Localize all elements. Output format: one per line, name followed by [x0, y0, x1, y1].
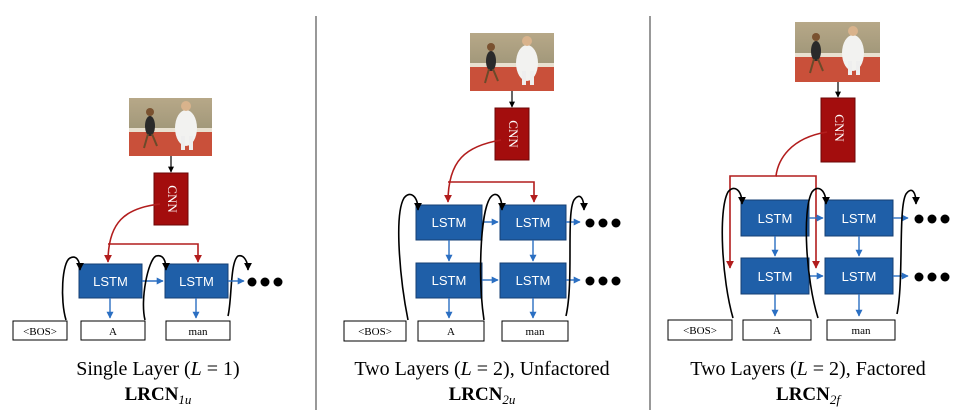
cnn-feed-arrow — [108, 243, 202, 263]
cnn-block — [494, 107, 530, 161]
ellipsis-dot — [914, 272, 924, 282]
lstm-cell — [499, 204, 567, 241]
cnn-label: CNN — [506, 120, 521, 148]
token-label: <BOS> — [358, 326, 392, 338]
input-curve — [896, 189, 920, 315]
input-curve — [227, 254, 252, 317]
cnn-feed-arrow — [448, 181, 538, 203]
token-box — [165, 320, 231, 341]
panel-two-layers-unfactored: CNN LSTM LSTM LSTM LSTM <BOS> — [343, 33, 621, 407]
ellipsis-dot — [611, 276, 621, 286]
ellipsis-dot — [273, 277, 283, 287]
ellipsis-dot — [611, 218, 621, 228]
ellipsis-dot — [940, 214, 950, 224]
input-curve — [398, 193, 422, 321]
cnn-feed-arrow — [776, 175, 820, 269]
token-box — [742, 319, 812, 341]
token-label: <BOS> — [23, 326, 57, 338]
token-box — [501, 320, 569, 342]
lstm-label: LSTM — [758, 269, 793, 284]
lstm-label: LSTM — [516, 273, 551, 288]
lstm-cell — [415, 204, 483, 241]
token-label: A — [109, 326, 117, 338]
token-label: A — [773, 325, 781, 337]
lstm-cell — [740, 257, 810, 295]
lstm-cell — [824, 257, 894, 295]
ellipsis-dot — [598, 276, 608, 286]
panel-caption: Two Layers (L = 2), Factored — [690, 358, 925, 380]
ellipsis-dot — [598, 218, 608, 228]
cnn-label: CNN — [832, 114, 847, 142]
panel-two-layers-factored: CNN LSTM LSTM LSTM LSTM <BOS> — [667, 22, 950, 407]
token-label: man — [189, 326, 208, 338]
model-name: LRCN2f — [776, 384, 842, 407]
cnn-block — [153, 172, 189, 226]
ellipsis-dot — [260, 277, 270, 287]
input-curve — [565, 195, 588, 317]
cnn-label: CNN — [165, 185, 180, 213]
panel-single-layer: CNN LSTM LSTM <BOS> A man Single Layer (… — [12, 98, 283, 407]
ellipsis-dot — [927, 214, 937, 224]
token-label: A — [447, 326, 455, 338]
input-image-photo — [795, 22, 880, 82]
lstm-label: LSTM — [842, 211, 877, 226]
token-label: man — [526, 326, 545, 338]
token-label: man — [852, 325, 871, 337]
ellipsis-dot — [585, 218, 595, 228]
lstm-label: LSTM — [432, 215, 467, 230]
model-name: LRCN1u — [125, 384, 192, 407]
lstm-label: LSTM — [758, 211, 793, 226]
ellipsis-dot — [927, 272, 937, 282]
input-curve — [805, 187, 830, 319]
input-curve — [721, 187, 746, 319]
ellipsis-dot — [914, 214, 924, 224]
cnn-feed-arrow — [444, 139, 502, 203]
token-box — [667, 319, 733, 341]
cnn-feed-arrow — [104, 203, 161, 263]
input-curve — [142, 254, 170, 321]
ellipsis-dot — [940, 272, 950, 282]
ellipsis-dot — [247, 277, 257, 287]
token-box — [417, 320, 485, 342]
lstm-label: LSTM — [93, 274, 128, 289]
lstm-label: LSTM — [842, 269, 877, 284]
input-image-photo — [470, 33, 554, 91]
input-image-photo — [129, 98, 212, 156]
token-box — [80, 320, 146, 341]
lstm-label: LSTM — [516, 215, 551, 230]
token-label: <BOS> — [683, 325, 717, 337]
lstm-cell — [499, 262, 567, 299]
token-box — [12, 320, 68, 341]
token-box — [826, 319, 896, 341]
lstm-label: LSTM — [179, 274, 214, 289]
token-box — [343, 320, 407, 342]
ellipsis-dot — [585, 276, 595, 286]
cnn-block — [820, 97, 856, 163]
panel-caption: Single Layer (L = 1) — [76, 358, 239, 380]
panel-caption: Two Layers (L = 2), Unfactored — [354, 358, 609, 380]
input-curve — [479, 193, 506, 321]
input-curve — [61, 256, 84, 321]
model-name: LRCN2u — [449, 384, 516, 407]
lstm-label: LSTM — [432, 273, 467, 288]
